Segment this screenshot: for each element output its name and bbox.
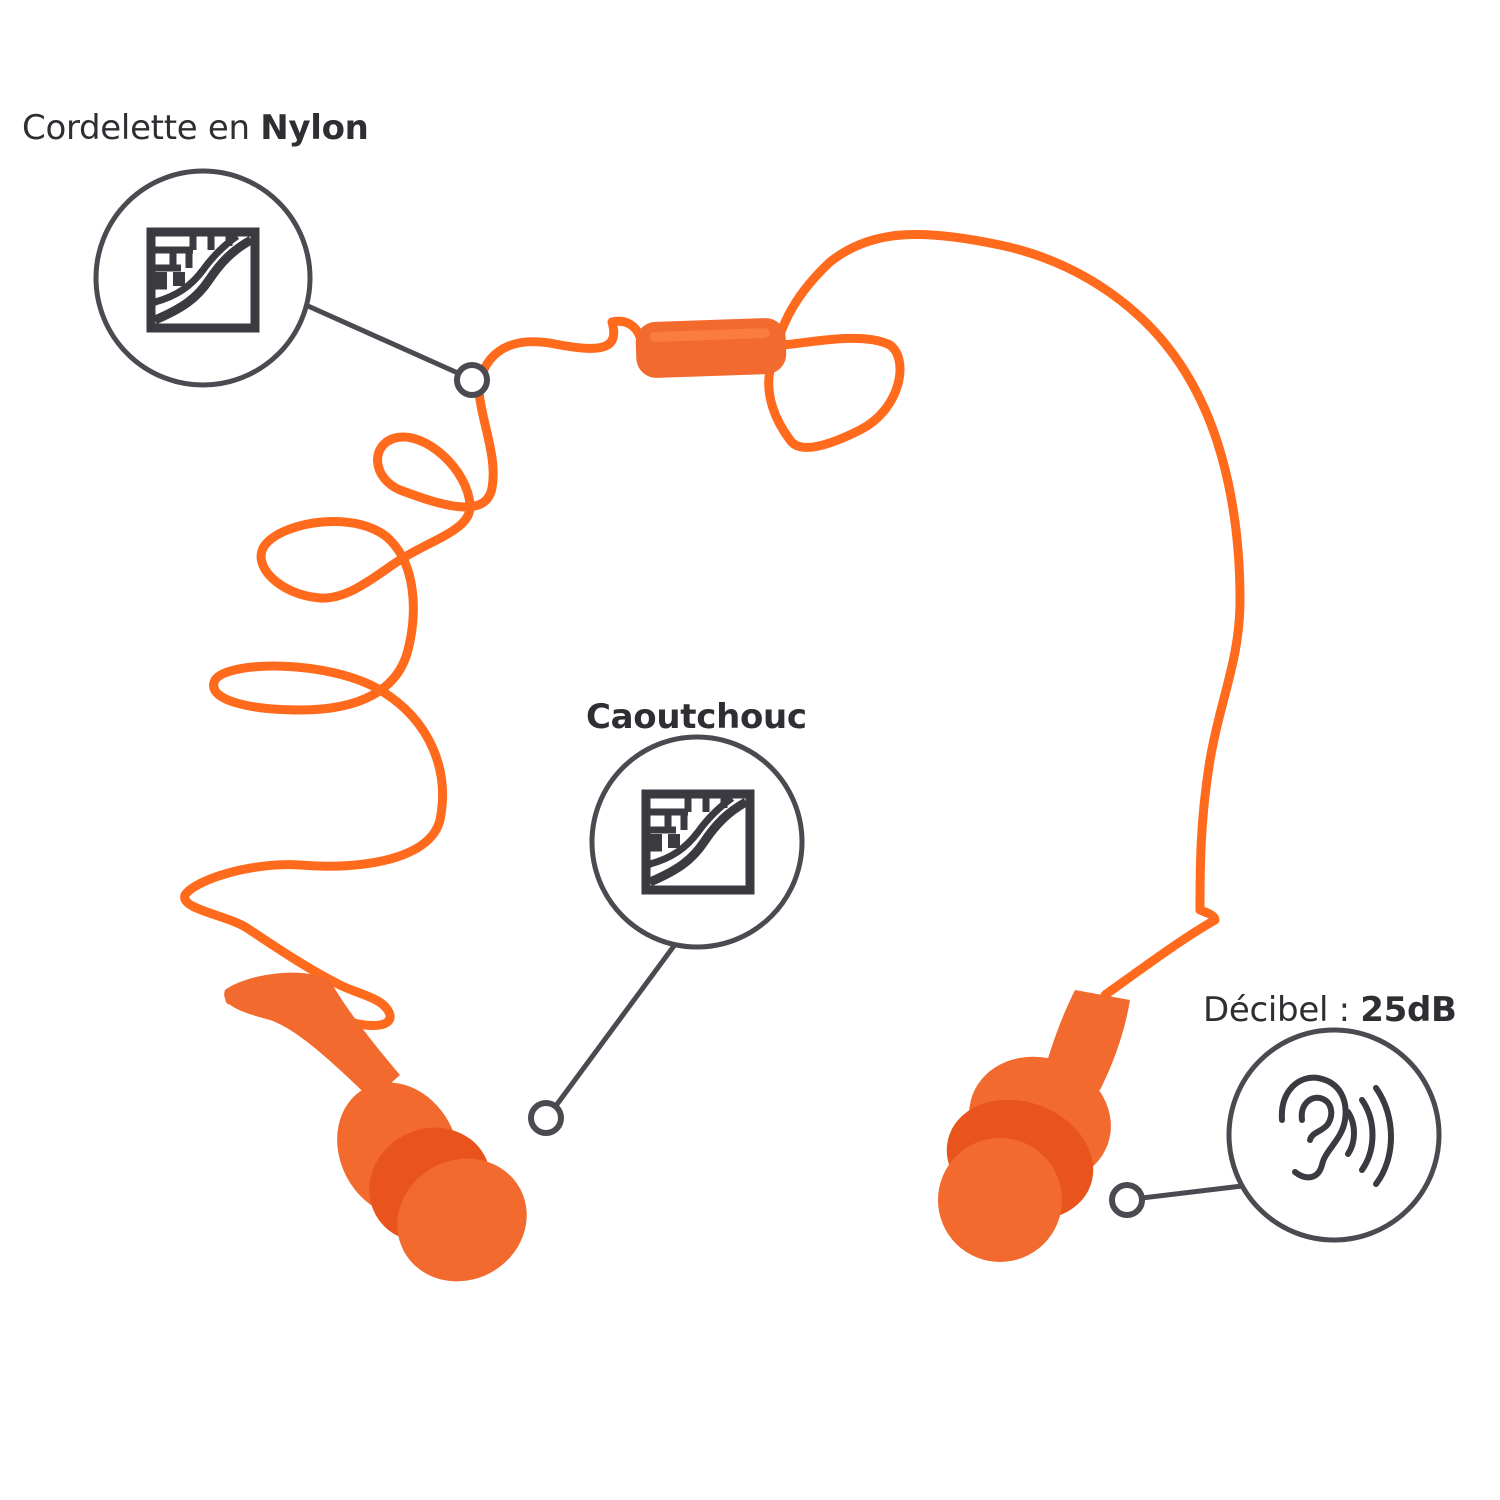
callout-material-label: Caoutchouc [586,697,807,737]
callout-cord [93,168,490,398]
nylon-cord-right [764,229,1245,1000]
callout-noise-label: Décibel : 25dB [1203,990,1457,1030]
earplug-right [938,990,1130,1262]
nylon-cord-left [180,316,647,1030]
ear-sound-icon [1278,1074,1394,1187]
cord-connector [635,318,787,378]
callout-noise [1109,1027,1442,1243]
callout-material [528,734,805,1136]
earplug-left [224,972,527,1282]
callout-cord-label: Cordelette en Nylon [22,108,369,148]
